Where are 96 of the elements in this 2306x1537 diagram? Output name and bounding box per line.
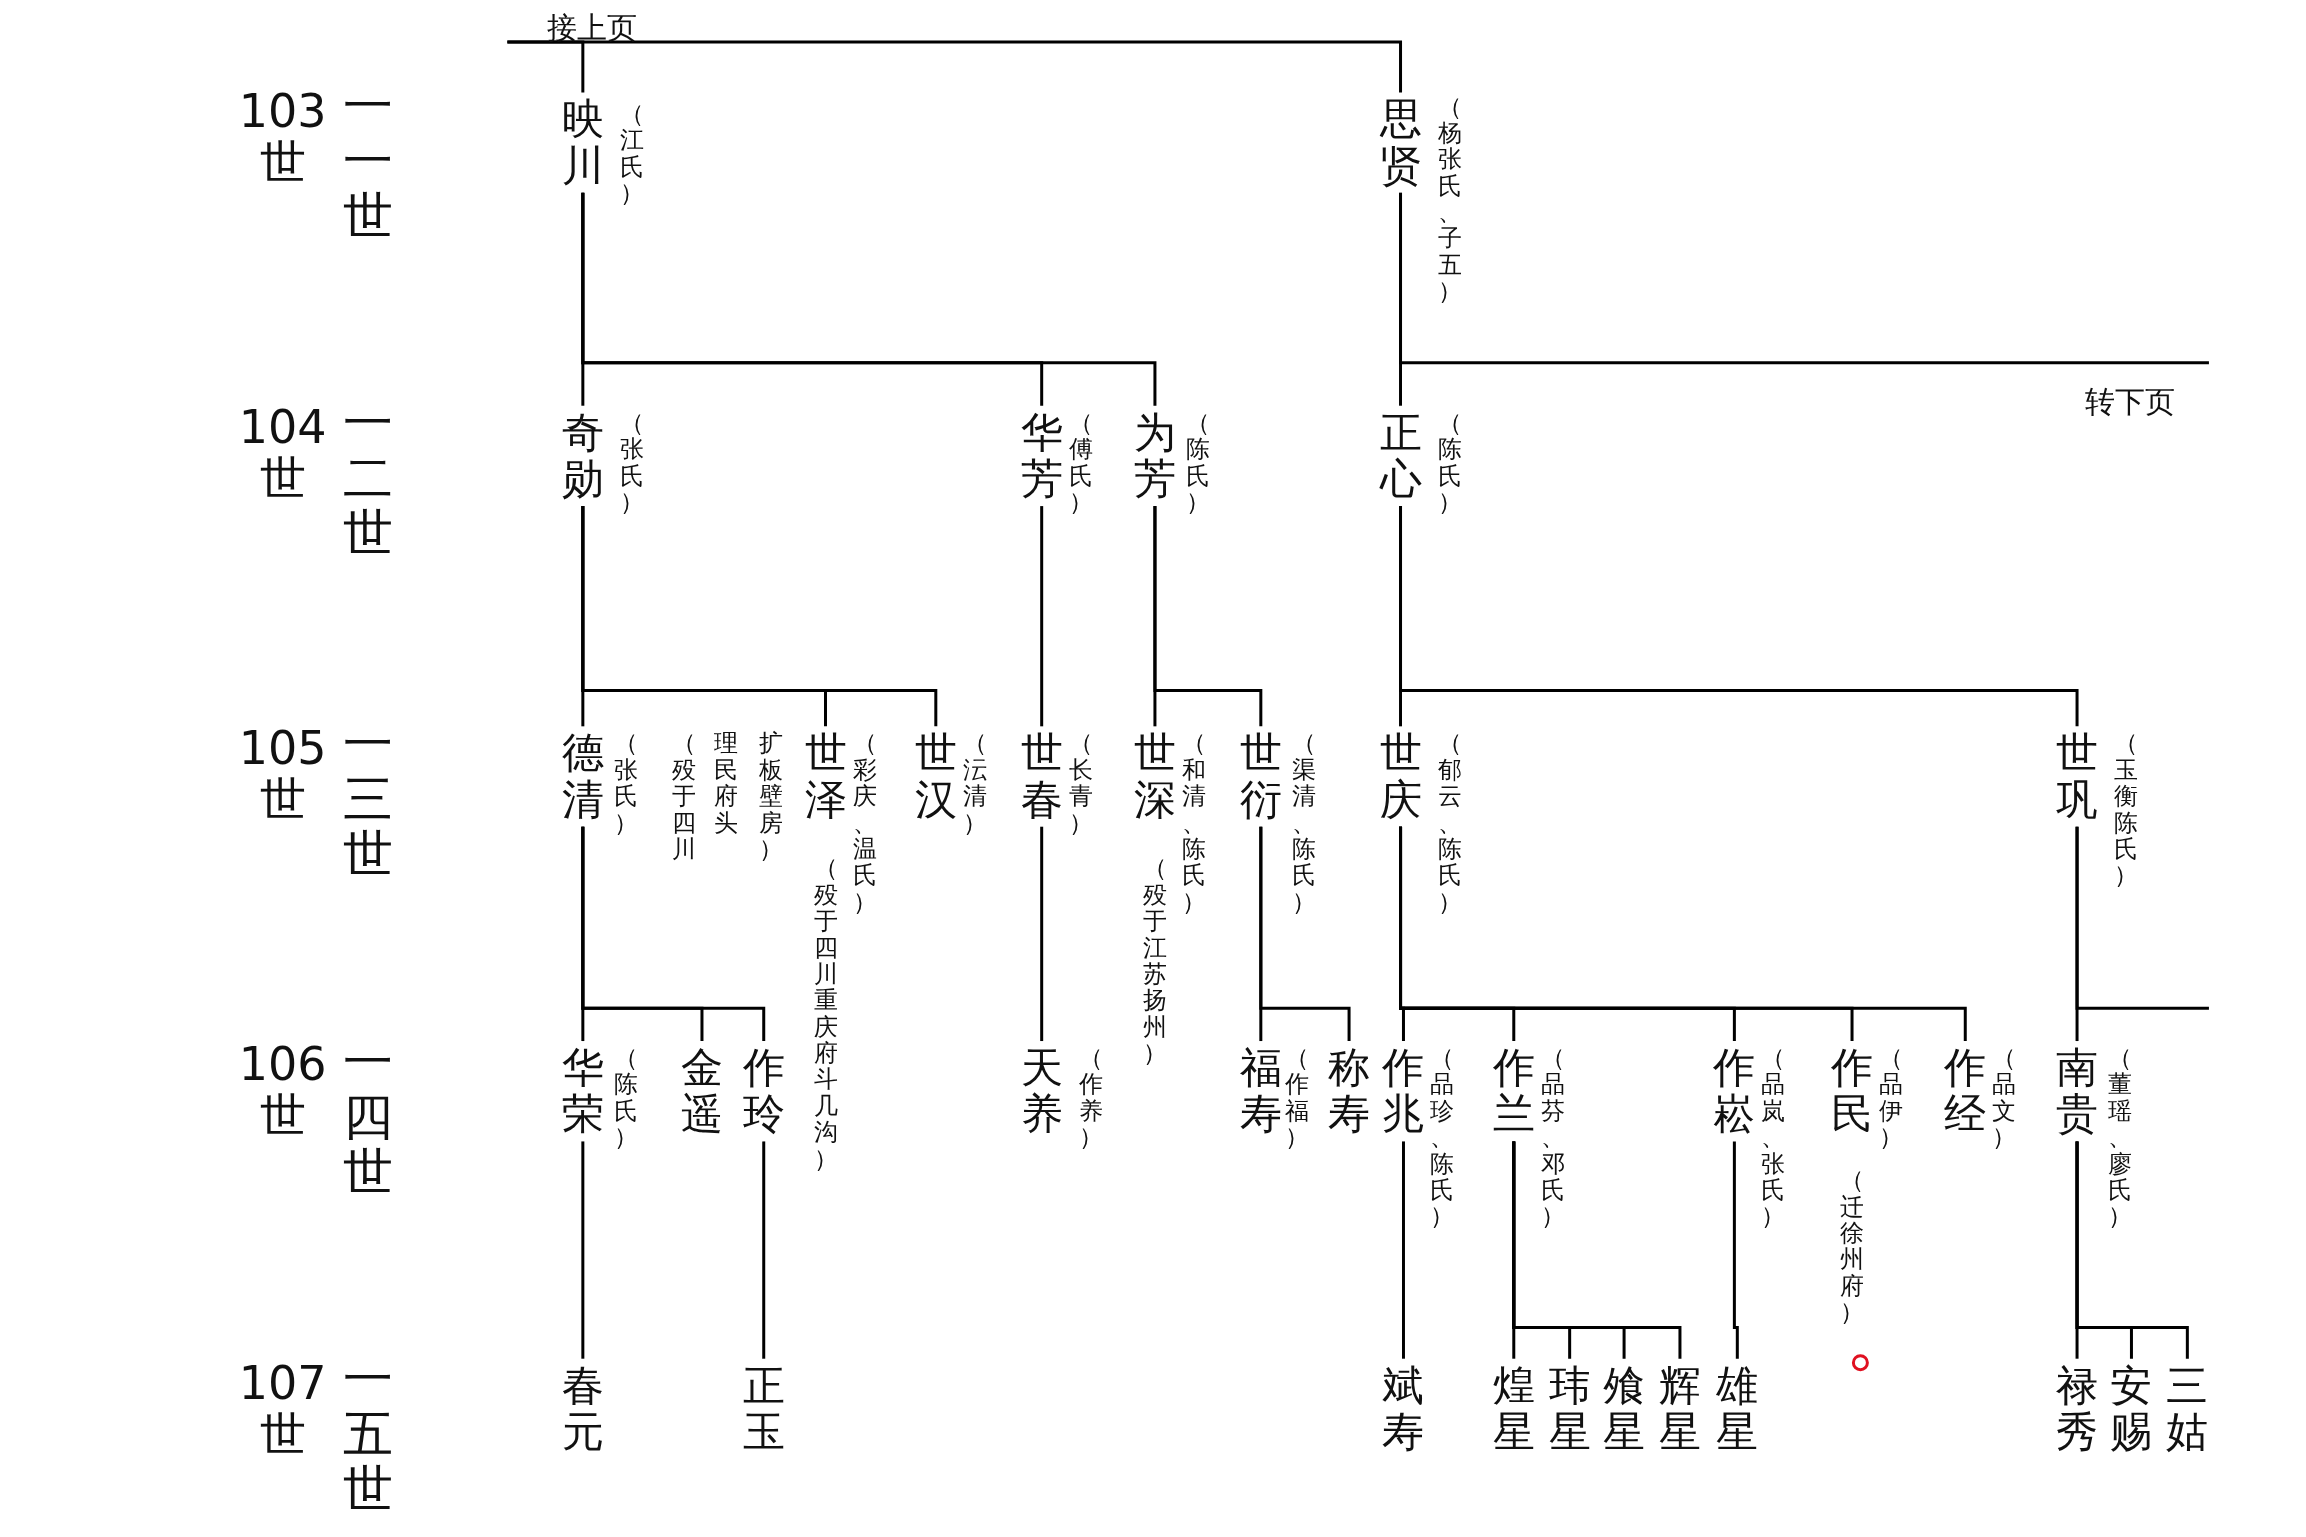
lineage-line: [581, 1141, 585, 1359]
person-name: 作经: [1944, 1045, 1987, 1138]
lineage-line: [1153, 506, 1263, 727]
lineage-line: [507, 40, 1403, 93]
annotation-note: （品芬、邓氏）: [1540, 1045, 1565, 1230]
person-name: 作兰: [1492, 1045, 1535, 1138]
annotation-note: （品岚、张氏）: [1761, 1045, 1786, 1230]
person-name: 映川: [561, 96, 604, 189]
person-name: 玮星: [1548, 1362, 1591, 1456]
annotation-note: （长青）: [1068, 730, 1093, 836]
person-name: 禄秀: [2056, 1362, 2099, 1456]
annotation-note: （杨张氏、子五）: [1437, 93, 1462, 305]
generation-label: 104世: [237, 402, 328, 504]
person-name: 华芳: [1020, 409, 1063, 503]
annotation-note: （品文）: [1992, 1045, 2017, 1151]
lineage-line: [1512, 1141, 1682, 1359]
annotation-note: 理民府头: [713, 730, 738, 836]
person-name: 飧星: [1603, 1362, 1646, 1456]
lineage-line: [1732, 1141, 1739, 1359]
annotation-note: （张氏）: [619, 409, 644, 516]
generation-label: 103世: [237, 86, 328, 188]
annotation-note: （郁云、陈氏）: [1437, 730, 1462, 916]
generation-label: 105世: [237, 722, 328, 825]
person-name: 世汉: [914, 730, 957, 823]
generation-label: 107世: [237, 1358, 328, 1460]
lineage-line: [1399, 192, 1403, 406]
annotation-note: （沄清）: [962, 730, 987, 836]
person-name: 安赐: [2110, 1362, 2153, 1456]
person-name: 天养: [1020, 1045, 1063, 1138]
person-name: 世衍: [1239, 730, 1282, 823]
lineage-line: [1401, 1141, 1405, 1359]
continuation-note: 转下页: [2085, 382, 2176, 421]
lineage-line: [1259, 826, 1351, 1042]
lineage-line: [1040, 826, 1044, 1042]
person-name: 三姑: [2166, 1362, 2209, 1456]
annotation-note: （董瑶、廖氏）: [2108, 1045, 2133, 1230]
person-name: 为芳: [1133, 409, 1176, 503]
lineage-line: [1040, 506, 1044, 727]
person-name: 世巩: [2056, 730, 2099, 823]
lineage-line: [1399, 506, 2079, 727]
generation-label: 一一世: [342, 78, 393, 244]
person-name: 作玲: [742, 1045, 785, 1138]
person-name: 春元: [561, 1362, 604, 1456]
annotation-note: （殁于江苏扬州）: [1142, 855, 1167, 1067]
lineage-line: [762, 1141, 766, 1359]
lineage-line: [581, 506, 938, 727]
person-name: 斌寿: [1382, 1362, 1425, 1456]
person-name: 作民: [1831, 1045, 1874, 1138]
annotation-note: （殁于四川: [671, 730, 696, 863]
annotation-note: （作福）: [1284, 1045, 1309, 1151]
person-name: 世春: [1020, 730, 1063, 823]
annotation-note: （陈氏）: [1185, 409, 1210, 516]
person-name: 华荣: [561, 1045, 604, 1138]
annotation-note: （和清、陈氏）: [1181, 730, 1206, 916]
person-name: 世庆: [1379, 730, 1422, 823]
person-name: 世深: [1133, 730, 1176, 823]
person-name: 称寿: [1328, 1045, 1371, 1138]
generation-label: 一二世: [342, 396, 393, 562]
annotation-note: （迁徐州府）: [1840, 1167, 1865, 1326]
person-name: 辉星: [1658, 1362, 1701, 1456]
annotation-note: （品珍、陈氏）: [1430, 1045, 1455, 1230]
person-name: 煌星: [1492, 1362, 1535, 1456]
person-name: 金遥: [680, 1045, 723, 1138]
annotation-note: （陈氏）: [613, 1045, 638, 1151]
person-name: 正玉: [742, 1362, 785, 1456]
person-name: 作崧: [1713, 1045, 1756, 1138]
person-name: 作兆: [1382, 1045, 1425, 1138]
person-name: 世泽: [804, 730, 847, 823]
lineage-line: [1399, 826, 1967, 1042]
lineage-line: [2075, 1141, 2189, 1359]
generation-label: 一四世: [342, 1034, 393, 1200]
lineage-line: [581, 192, 1157, 406]
continuation-note: 接上页: [547, 9, 638, 48]
annotation-note: （傅氏）: [1068, 409, 1093, 516]
person-name: 奇勋: [561, 409, 604, 503]
person-name: 南贵: [2056, 1045, 2099, 1138]
annotation-note: （彩庆、温氏）: [852, 730, 877, 916]
annotation-note: （品伊）: [1879, 1045, 1904, 1151]
generation-label: 一五世: [342, 1352, 393, 1518]
generation-label: 106世: [237, 1039, 328, 1141]
annotation-note: （玉衡陈氏）: [2114, 730, 2139, 889]
generation-label: 一三世: [342, 717, 393, 883]
lineage-line: [2075, 826, 2209, 1010]
annotation-note: （江氏）: [619, 100, 644, 207]
person-name: 雄星: [1716, 1362, 1759, 1456]
person-name: 正心: [1379, 409, 1422, 503]
person-name: 思贤: [1379, 96, 1422, 189]
person-name: 德清: [561, 730, 604, 823]
annotation-note: （陈氏）: [1437, 409, 1462, 516]
annotation-note: （作养）: [1078, 1045, 1103, 1151]
person-name: 福寿: [1239, 1045, 1282, 1138]
annotation-note: （渠清、陈氏）: [1291, 730, 1316, 916]
annotation-note: （殁于四川重庆府斗几沟）: [813, 855, 838, 1172]
lineage-line: [581, 826, 766, 1042]
annotation-note: （张氏）: [613, 730, 638, 836]
annotation-note: 扩板壁房）: [758, 730, 783, 863]
